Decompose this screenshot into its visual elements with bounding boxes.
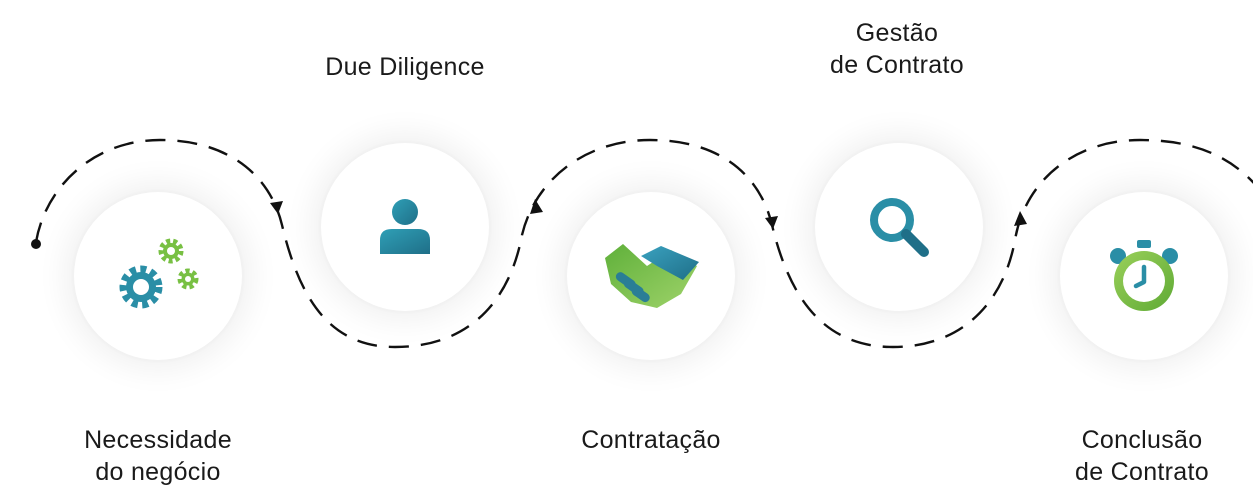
arrow-up-2: [1014, 211, 1027, 226]
step-conclusao-circle: [1060, 192, 1228, 360]
arrow-down-1: [270, 201, 283, 214]
step-contratacao-circle: [567, 192, 735, 360]
arrow-down-2: [765, 216, 778, 229]
arrow-up-1: [530, 199, 543, 214]
path-start-dot: [31, 239, 41, 249]
handshake-icon: [605, 244, 699, 308]
gears-icon: [119, 238, 199, 309]
step-due-diligence-circle: [321, 143, 489, 311]
person-icon: [380, 199, 430, 254]
dashed-connector: [34, 138, 1253, 349]
step-label-conclusao: Conclusão de Contrato: [1075, 426, 1209, 486]
step-label-gestao: Gestão de Contrato: [830, 19, 964, 79]
step-label-contratacao: Contratação: [581, 426, 721, 454]
step-label-due-diligence: Due Diligence: [325, 53, 485, 81]
step-necessidade-circle: [74, 192, 242, 360]
step-label-necessidade: Necessidade do negócio: [84, 426, 232, 486]
stopwatch-icon: [1110, 240, 1178, 311]
magnifier-icon: [870, 198, 929, 257]
step-gestao-circle: [815, 143, 983, 311]
